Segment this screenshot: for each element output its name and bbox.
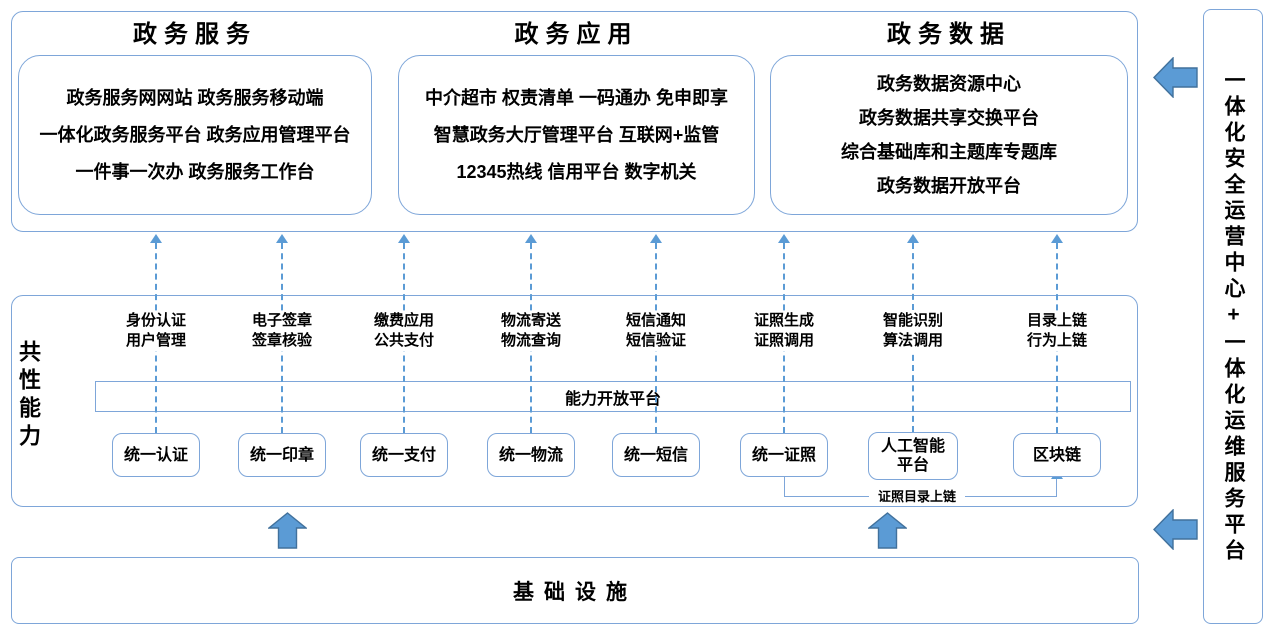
gov-services-line: 一件事一次办 政务服务工作台 [75, 161, 315, 182]
gov-applications-box: 中介超市 权责清单 一码通办 免申即享 智慧政务大厅管理平台 互联网+监管 12… [398, 55, 755, 215]
left-arrow-icon [1153, 509, 1198, 550]
dashed-arrow-up-icon [1051, 234, 1063, 243]
capability-open-platform-label: 能力开放平台 [564, 390, 661, 408]
dashed-arrow-up-icon [525, 234, 537, 243]
left-arrow-icon [1153, 57, 1198, 98]
capability-label-sms: 短信通知 短信验证 [601, 311, 711, 351]
gov-data-line: 政务数据共享交换平台 [859, 108, 1039, 128]
group-title-gov-data: 政务数据 [887, 21, 1011, 48]
gov-applications-line: 12345热线 信用平台 数字机关 [456, 161, 697, 182]
security-ops-sidebar: 一体化安全运营中心+一体化运维服务平台 [1203, 9, 1263, 624]
gov-data-line: 综合基础库和主题库专题库 [841, 142, 1057, 162]
dashed-arrow-up-icon [276, 234, 288, 243]
gov-data-box: 政务数据资源中心 政务数据共享交换平台 综合基础库和主题库专题库 政务数据开放平… [770, 55, 1128, 215]
dashed-arrow-up-icon [150, 234, 162, 243]
gov-applications-line: 中介超市 权责清单 一码通办 免申即享 [424, 87, 728, 108]
dashed-arrow-up-icon [398, 234, 410, 243]
license-directory-connector-label: 证照目录上链 [869, 486, 965, 505]
up-arrow-icon [868, 512, 907, 549]
up-arrow-icon [268, 512, 307, 549]
capability-label-payment: 缴费应用 公共支付 [349, 311, 459, 351]
capability-label-logistics: 物流寄送 物流查询 [476, 311, 586, 351]
unified-payment-box: 统一支付 [360, 433, 448, 477]
capability-label-blockchain: 目录上链 行为上链 [1002, 311, 1112, 351]
infrastructure-label: 基础设施 [513, 580, 637, 604]
gov-data-line: 政务数据资源中心 [877, 74, 1021, 94]
blockchain-box: 区块链 [1013, 433, 1101, 477]
dashed-arrow-up-icon [650, 234, 662, 243]
gov-services-line: 一体化政务服务平台 政务应用管理平台 [39, 124, 351, 145]
unified-seal-box: 统一印章 [238, 433, 326, 477]
dashed-arrow-up-icon [907, 234, 919, 243]
group-title-gov-services: 政务服务 [133, 21, 257, 48]
gov-services-line: 政务服务网网站 政务服务移动端 [66, 87, 324, 108]
capability-label-license: 证照生成 证照调用 [729, 311, 839, 351]
security-ops-sidebar-label: 一体化安全运营中心+一体化运维服务平台 [1222, 68, 1245, 565]
common-capabilities-side-label: 共性能力 [16, 340, 41, 452]
ai-platform-box: 人工智能 平台 [868, 432, 958, 480]
capability-label-identity: 身份认证 用户管理 [101, 311, 211, 351]
gov-applications-line: 智慧政务大厅管理平台 互联网+监管 [433, 124, 720, 145]
unified-sms-box: 统一短信 [612, 433, 700, 477]
capability-open-platform-bar: 能力开放平台 [95, 381, 1131, 412]
capability-label-signature: 电子签章 签章核验 [227, 311, 337, 351]
unified-license-box: 统一证照 [740, 433, 828, 477]
unified-logistics-box: 统一物流 [487, 433, 575, 477]
dashed-arrow-up-icon [778, 234, 790, 243]
group-title-gov-applications: 政务应用 [514, 21, 639, 48]
capability-label-ai: 智能识别 算法调用 [858, 311, 968, 351]
gov-services-box: 政务服务网网站 政务服务移动端 一体化政务服务平台 政务应用管理平台 一件事一次… [18, 55, 372, 215]
gov-data-line: 政务数据开放平台 [877, 176, 1021, 196]
unified-auth-box: 统一认证 [112, 433, 200, 477]
infrastructure-box: 基础设施 [11, 557, 1139, 624]
